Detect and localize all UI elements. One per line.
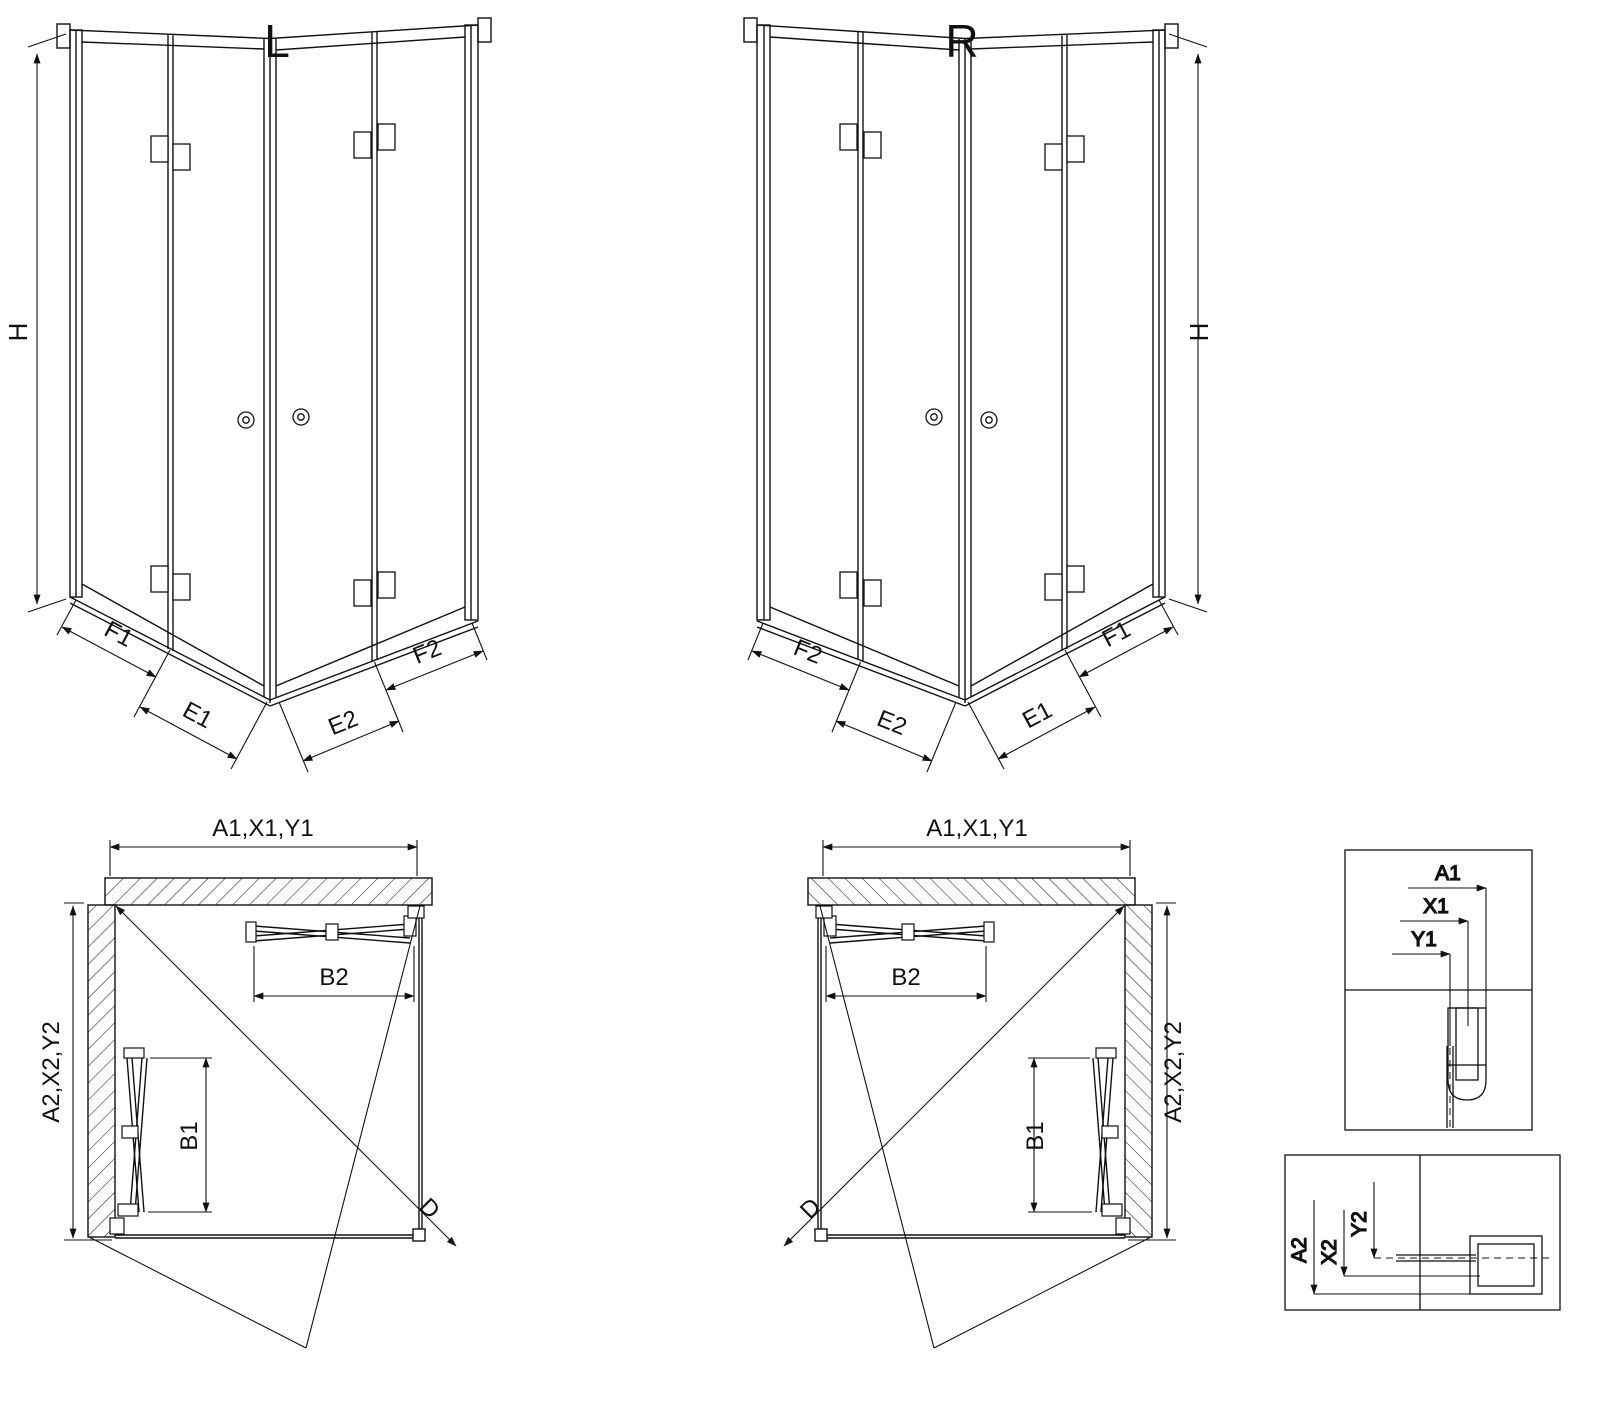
detail-profile-horizontal: A1 X1 Y1 [1344, 849, 1533, 1131]
dim-label-b1-left: B1 [176, 1121, 203, 1150]
dim-label-e2-right: E2 [873, 705, 910, 741]
profile-section-bottom [1396, 1235, 1543, 1295]
dim-label-e1-left: E1 [178, 697, 217, 735]
detail-box-bottom [1284, 1154, 1561, 1311]
dim-label-height-right: H [1184, 323, 1214, 342]
dim-label-a2x2y2-left: A2,X2,Y2 [38, 1021, 65, 1122]
dim-label-y2-detail: Y2 [1348, 1211, 1371, 1237]
dim-label-f2-right: F2 [790, 634, 826, 670]
detail-profile-vertical: A2 X2 Y2 [1284, 1154, 1561, 1311]
dim-label-a1x1y1-right: A1,X1,Y1 [926, 815, 1027, 842]
dim-label-a2-detail: A2 [1288, 1237, 1311, 1263]
plan-left-drawing [64, 840, 456, 1348]
plan-right-group: A1,X1,Y1 A2,X2,Y2 B2 B1 D [784, 815, 1187, 1348]
dim-label-a1x1y1-left: A1,X1,Y1 [212, 815, 313, 842]
dim-label-x1-detail: X1 [1423, 895, 1449, 918]
dim-label-b2-left: B2 [319, 964, 348, 991]
variant-title-right: R [945, 15, 978, 67]
plan-left-group: A1,X1,Y1 A2,X2,Y2 B2 B1 D [38, 815, 456, 1348]
profile-section-top [1446, 1000, 1487, 1130]
elevation-left-group: L H F1 E1 E2 F2 [3, 15, 491, 772]
dim-label-b1-right: B1 [1022, 1121, 1049, 1150]
elevation-right-group: R H F2 E2 E1 F1 [744, 15, 1214, 772]
dim-label-y1-detail: Y1 [1411, 928, 1437, 951]
variant-title-left: L [264, 15, 290, 67]
dim-label-e1-right: E1 [1018, 697, 1057, 735]
dim-label-height-left: H [3, 323, 33, 342]
dim-label-f2-left: F2 [409, 634, 445, 670]
dim-label-a1-detail: A1 [1435, 862, 1461, 885]
dim-label-a2x2y2-right: A2,X2,Y2 [1160, 1021, 1187, 1122]
plan-right-drawing [784, 840, 1176, 1348]
dim-label-x2-detail: X2 [1318, 1239, 1341, 1265]
dim-label-e2-left: E2 [325, 705, 362, 741]
dim-label-b2-right: B2 [891, 964, 920, 991]
